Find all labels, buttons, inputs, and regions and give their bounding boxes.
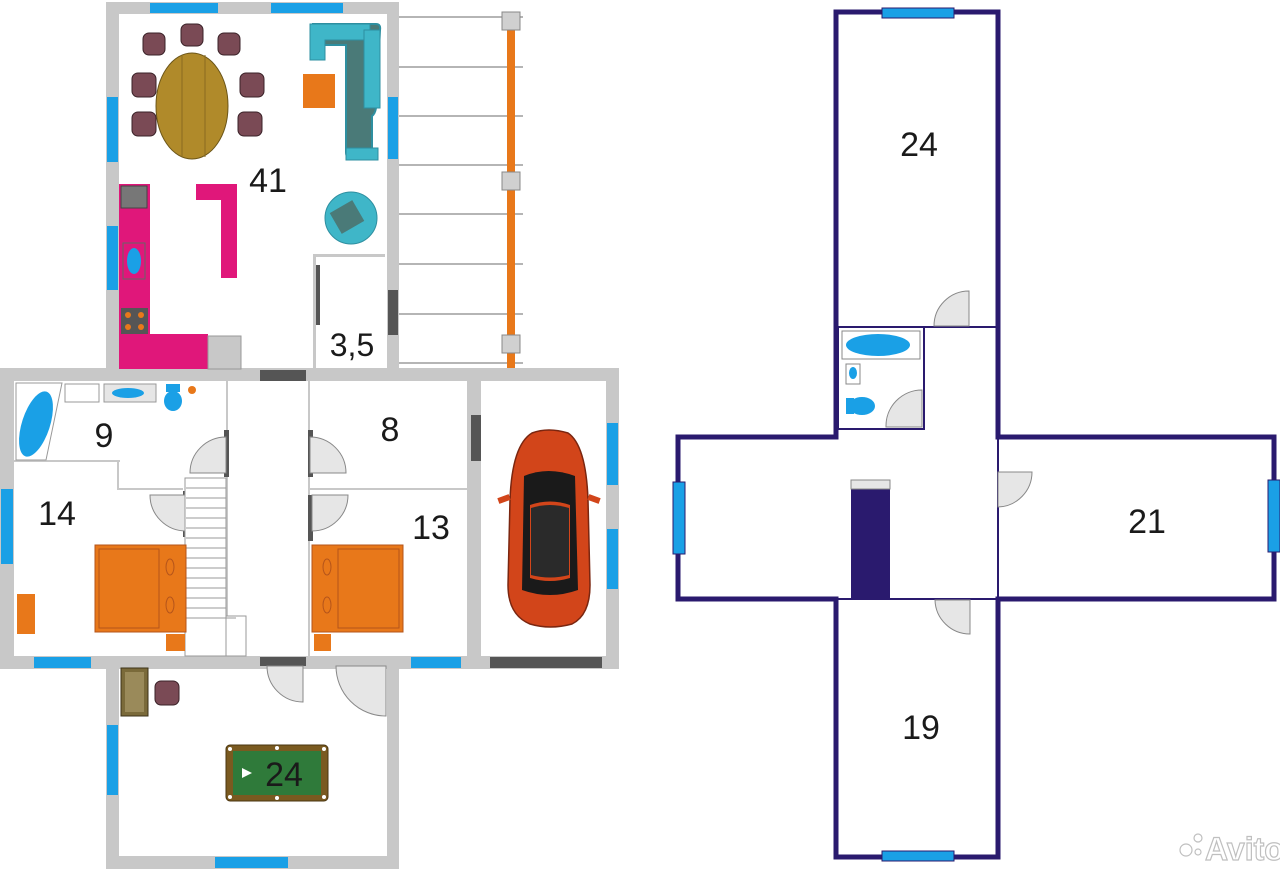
pergola-post [501, 171, 521, 191]
upper-door-swings [885, 290, 1033, 635]
door-swing [934, 599, 971, 635]
pergola-post [501, 11, 521, 31]
bidet [188, 386, 196, 394]
upper-outline [675, 9, 1277, 860]
washer [64, 383, 100, 403]
door-swings [149, 436, 387, 717]
room-label-living: 41 [249, 162, 287, 200]
room-label-bath: 9 [95, 417, 114, 455]
chair [131, 111, 157, 137]
bed-right [311, 544, 404, 633]
cabinet [207, 335, 242, 370]
door-swing [311, 494, 349, 532]
chair [237, 111, 263, 137]
upper-floor-plan: 24 21 19 [672, 7, 1280, 862]
pergola [390, 16, 523, 364]
car [497, 429, 601, 628]
watermark: Avito [1179, 830, 1280, 868]
room-label-bedroom-right: 13 [412, 509, 450, 547]
upper-windows [672, 7, 1280, 862]
watermark-text: Avito [1205, 831, 1280, 867]
bed-left [94, 544, 187, 633]
stove [121, 308, 148, 334]
door-swing [266, 665, 304, 703]
door-swing [309, 436, 347, 474]
desk-chair [154, 680, 180, 706]
upper-room-label-east: 21 [1128, 503, 1166, 541]
chair [217, 32, 241, 56]
fridge [120, 185, 148, 209]
windows [1, 3, 618, 868]
door-swing [335, 665, 387, 717]
billiard-table [225, 744, 329, 802]
room-label-pantry: 3,5 [330, 327, 374, 363]
wardrobe [17, 594, 35, 634]
room-label-small: 8 [381, 411, 400, 449]
door-swing [933, 290, 970, 327]
door-swing [997, 471, 1033, 508]
upper-toilet [846, 397, 875, 415]
upper-room-label-north: 24 [900, 126, 938, 164]
sofa-arm [345, 29, 381, 161]
ground-floor-plan: 41 3,5 9 14 8 13 24 [0, 2, 619, 869]
dining-table [155, 52, 229, 160]
upper-partitions [836, 326, 999, 600]
armchair [324, 191, 378, 245]
toilet [164, 384, 182, 411]
stair-steps [186, 487, 236, 619]
upper-room-label-south: 19 [902, 709, 940, 747]
chair [180, 23, 204, 47]
staircase [184, 477, 247, 657]
door-swing [149, 494, 187, 532]
chair [142, 32, 166, 56]
chair [239, 72, 265, 98]
coffee-table [303, 74, 335, 108]
kitchen-island [221, 184, 237, 278]
door-swing [189, 436, 227, 474]
dining-chairs [131, 23, 265, 137]
nightstand [314, 634, 331, 651]
room-label-billiard: 24 [265, 756, 303, 794]
nightstand [166, 634, 185, 651]
sofa-arm [309, 23, 371, 61]
pergola-post [501, 334, 521, 354]
room-label-bedroom-left: 14 [38, 495, 76, 533]
door-swing [885, 389, 923, 428]
stair-opening [851, 480, 890, 598]
chair [131, 72, 157, 98]
